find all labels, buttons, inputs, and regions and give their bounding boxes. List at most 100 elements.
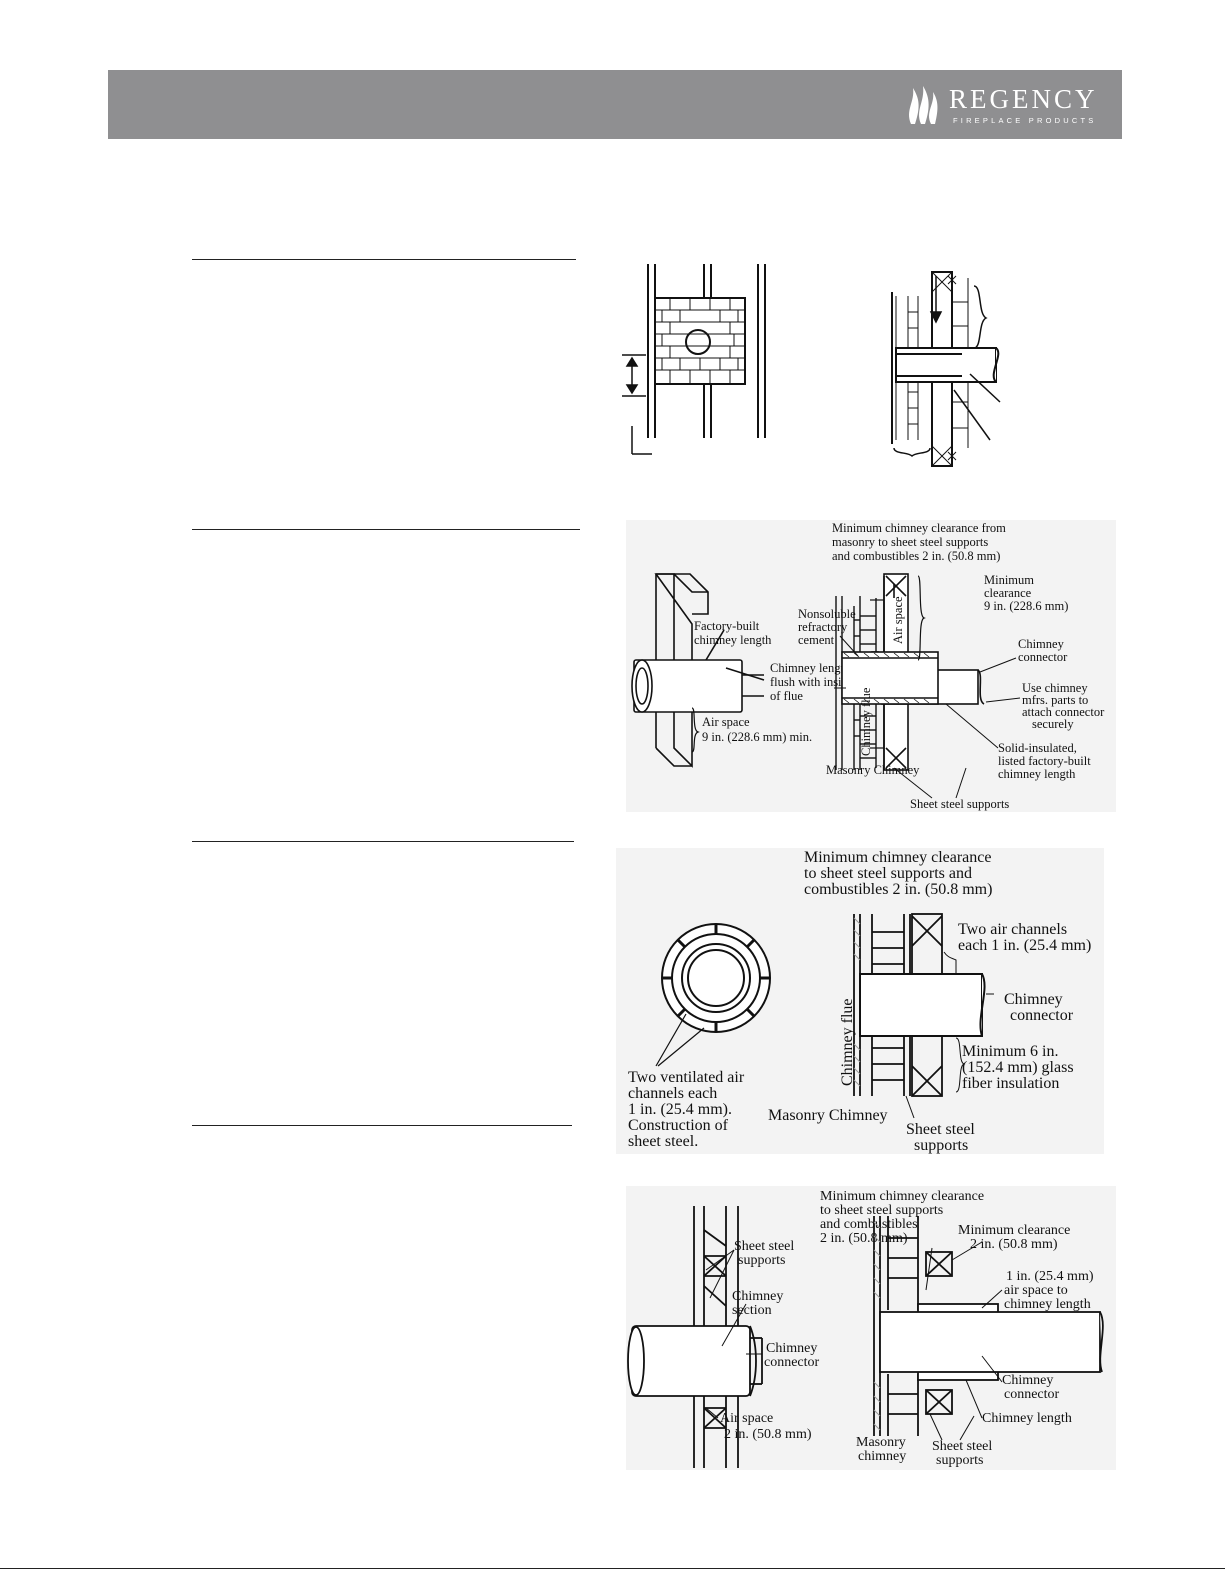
svg-text:Minimum chimney clearance: Minimum chimney clearance bbox=[804, 849, 991, 866]
diagram-label: Sheet steel supports bbox=[910, 797, 1009, 811]
diagram-label: Chimney bbox=[1004, 991, 1063, 1008]
diagram-label: (152.4 mm) glass bbox=[962, 1059, 1074, 1076]
diagram-label: refractory bbox=[798, 620, 848, 634]
svg-text:air space to: air space to bbox=[1004, 1283, 1068, 1298]
diagram-label: Minimum chimney clearance bbox=[820, 1189, 984, 1204]
svg-text:each 1 in. (25.4 mm): each 1 in. (25.4 mm) bbox=[958, 937, 1091, 954]
diagram-label: connector bbox=[764, 1355, 820, 1370]
svg-text:sheet steel.: sheet steel. bbox=[628, 1133, 698, 1150]
diagram-label: chimney length bbox=[694, 633, 772, 647]
svg-text:clearance: clearance bbox=[984, 586, 1032, 600]
svg-text:Sheet steel: Sheet steel bbox=[734, 1239, 794, 1254]
diagram-label: air space to bbox=[1004, 1283, 1068, 1298]
flame-logo-icon bbox=[909, 86, 938, 124]
figure-wall-passthrough bbox=[612, 262, 1042, 472]
diagram-label: and combustibles 2 in. (50.8 mm) bbox=[832, 549, 1000, 563]
svg-text:1 in. (25.4 mm): 1 in. (25.4 mm) bbox=[1006, 1269, 1094, 1284]
section-rule-4 bbox=[192, 1125, 572, 1126]
svg-text:fiber insulation: fiber insulation bbox=[962, 1075, 1059, 1092]
diagram-label: Masonry bbox=[856, 1435, 906, 1450]
svg-text:Minimum chimney clearance: Minimum chimney clearance bbox=[820, 1189, 984, 1204]
svg-text:connector: connector bbox=[1004, 1387, 1060, 1402]
svg-text:Two ventilated air: Two ventilated air bbox=[628, 1069, 745, 1086]
diagram-label: Chimney flue bbox=[859, 687, 873, 756]
svg-text:1 in. (25.4 mm).: 1 in. (25.4 mm). bbox=[628, 1101, 732, 1118]
svg-text:Chimney flue: Chimney flue bbox=[859, 687, 873, 756]
svg-text:Construction of: Construction of bbox=[628, 1117, 729, 1134]
svg-text:masonry to sheet steel support: masonry to sheet steel supports bbox=[832, 535, 988, 549]
svg-text:mfrs. parts to: mfrs. parts to bbox=[1022, 693, 1088, 707]
diagram-label: 2 in. (50.8 mm) bbox=[970, 1237, 1058, 1252]
diagram-label: chimney length bbox=[1004, 1297, 1091, 1312]
figure-factory-built-chimney: Minimum chimney clearance from masonry t… bbox=[626, 520, 1116, 812]
svg-text:supports: supports bbox=[738, 1253, 785, 1268]
brand-name: REGENCY bbox=[949, 84, 1098, 114]
diagram-label: supports bbox=[738, 1253, 785, 1268]
svg-text:Minimum chimney clearance from: Minimum chimney clearance from bbox=[832, 521, 1006, 535]
svg-text:Chimney: Chimney bbox=[732, 1289, 783, 1304]
diagram-label: attach connector bbox=[1022, 705, 1105, 719]
diagram-label: chimney bbox=[858, 1449, 906, 1464]
figure-ventilated-thimble: Minimum chimney clearance to sheet steel… bbox=[616, 848, 1104, 1154]
svg-text:attach connector: attach connector bbox=[1022, 705, 1105, 719]
svg-text:2 in. (50.8 mm): 2 in. (50.8 mm) bbox=[970, 1237, 1058, 1252]
diagram-label: 9 in. (228.6 mm) bbox=[984, 599, 1068, 613]
diagram-label: connector bbox=[1018, 650, 1068, 664]
diagram-label: supports bbox=[936, 1453, 983, 1468]
diagram-label: Chimney bbox=[766, 1341, 817, 1356]
svg-text:Chimney: Chimney bbox=[1002, 1373, 1053, 1388]
svg-text:chimney length: chimney length bbox=[694, 633, 772, 647]
diagram-label: Minimum 6 in. bbox=[962, 1043, 1058, 1060]
diagram-label: and combustibles bbox=[820, 1217, 918, 1232]
diagram-label: Sheet steel bbox=[932, 1439, 992, 1454]
diagram-label: Nonsoluble bbox=[798, 607, 856, 621]
diagram-label: section bbox=[732, 1303, 772, 1318]
diagram-label: Minimum chimney clearance bbox=[804, 849, 991, 866]
diagram-label: connector bbox=[1004, 1387, 1060, 1402]
svg-text:Minimum 6 in.: Minimum 6 in. bbox=[962, 1043, 1058, 1060]
section-rule-3 bbox=[192, 841, 574, 842]
diagram-label: mfrs. parts to bbox=[1022, 693, 1088, 707]
svg-text:chimney length: chimney length bbox=[1004, 1297, 1091, 1312]
svg-text:cement: cement bbox=[798, 633, 835, 647]
svg-text:Minimum: Minimum bbox=[984, 573, 1034, 587]
svg-text:of flue: of flue bbox=[770, 689, 803, 703]
svg-text:and combustibles 2 in. (50.8 m: and combustibles 2 in. (50.8 mm) bbox=[832, 549, 1000, 563]
svg-text:Air space: Air space bbox=[702, 715, 750, 729]
svg-text:Minimum clearance: Minimum clearance bbox=[958, 1223, 1070, 1238]
svg-text:and combustibles: and combustibles bbox=[820, 1217, 918, 1232]
svg-text:(152.4 mm) glass: (152.4 mm) glass bbox=[962, 1059, 1074, 1076]
diagram-label: Chimney bbox=[732, 1289, 783, 1304]
diagram-label: flush with inside bbox=[770, 675, 854, 689]
diagram-label: 2 in. (50.8 mm) bbox=[820, 1231, 908, 1246]
diagram-label: securely bbox=[1032, 717, 1074, 731]
svg-text:Chimney length: Chimney length bbox=[770, 661, 851, 675]
svg-text:supports: supports bbox=[936, 1453, 983, 1468]
header-bar bbox=[108, 70, 1122, 139]
diagram-label: of flue bbox=[770, 689, 803, 703]
svg-text:Chimney: Chimney bbox=[1018, 637, 1065, 651]
diagram-label: Chimney length bbox=[982, 1411, 1072, 1426]
diagram-label: channels each bbox=[628, 1085, 717, 1102]
figure-steel-support-assembly: Minimum chimney clearance to sheet steel… bbox=[626, 1186, 1116, 1470]
svg-text:combustibles 2 in. (50.8 mm): combustibles 2 in. (50.8 mm) bbox=[804, 881, 992, 898]
diagram-label: Masonry Chimney bbox=[768, 1107, 888, 1124]
diagram-label: cement bbox=[798, 633, 835, 647]
diagram-label: Masonry Chimney bbox=[826, 763, 920, 777]
diagram-label: to sheet steel supports and bbox=[804, 865, 972, 882]
svg-text:Two air channels: Two air channels bbox=[958, 921, 1067, 938]
diagram-label: Minimum clearance bbox=[958, 1223, 1070, 1238]
svg-text:connector: connector bbox=[1010, 1007, 1074, 1024]
svg-text:channels each: channels each bbox=[628, 1085, 717, 1102]
svg-text:listed factory-built: listed factory-built bbox=[998, 754, 1091, 768]
diagram-label: Chimney bbox=[1002, 1373, 1053, 1388]
svg-text:to sheet steel supports: to sheet steel supports bbox=[820, 1203, 943, 1218]
diagram-label: masonry to sheet steel supports bbox=[832, 535, 988, 549]
svg-text:Masonry: Masonry bbox=[856, 1435, 906, 1450]
diagram-label: connector bbox=[1010, 1007, 1074, 1024]
svg-text:flush with inside: flush with inside bbox=[770, 675, 854, 689]
page-bottom-rule bbox=[0, 1568, 1225, 1569]
svg-text:Solid-insulated,: Solid-insulated, bbox=[998, 741, 1077, 755]
svg-text:Sheet steel supports: Sheet steel supports bbox=[910, 797, 1009, 811]
svg-text:Masonry Chimney: Masonry Chimney bbox=[768, 1107, 888, 1124]
